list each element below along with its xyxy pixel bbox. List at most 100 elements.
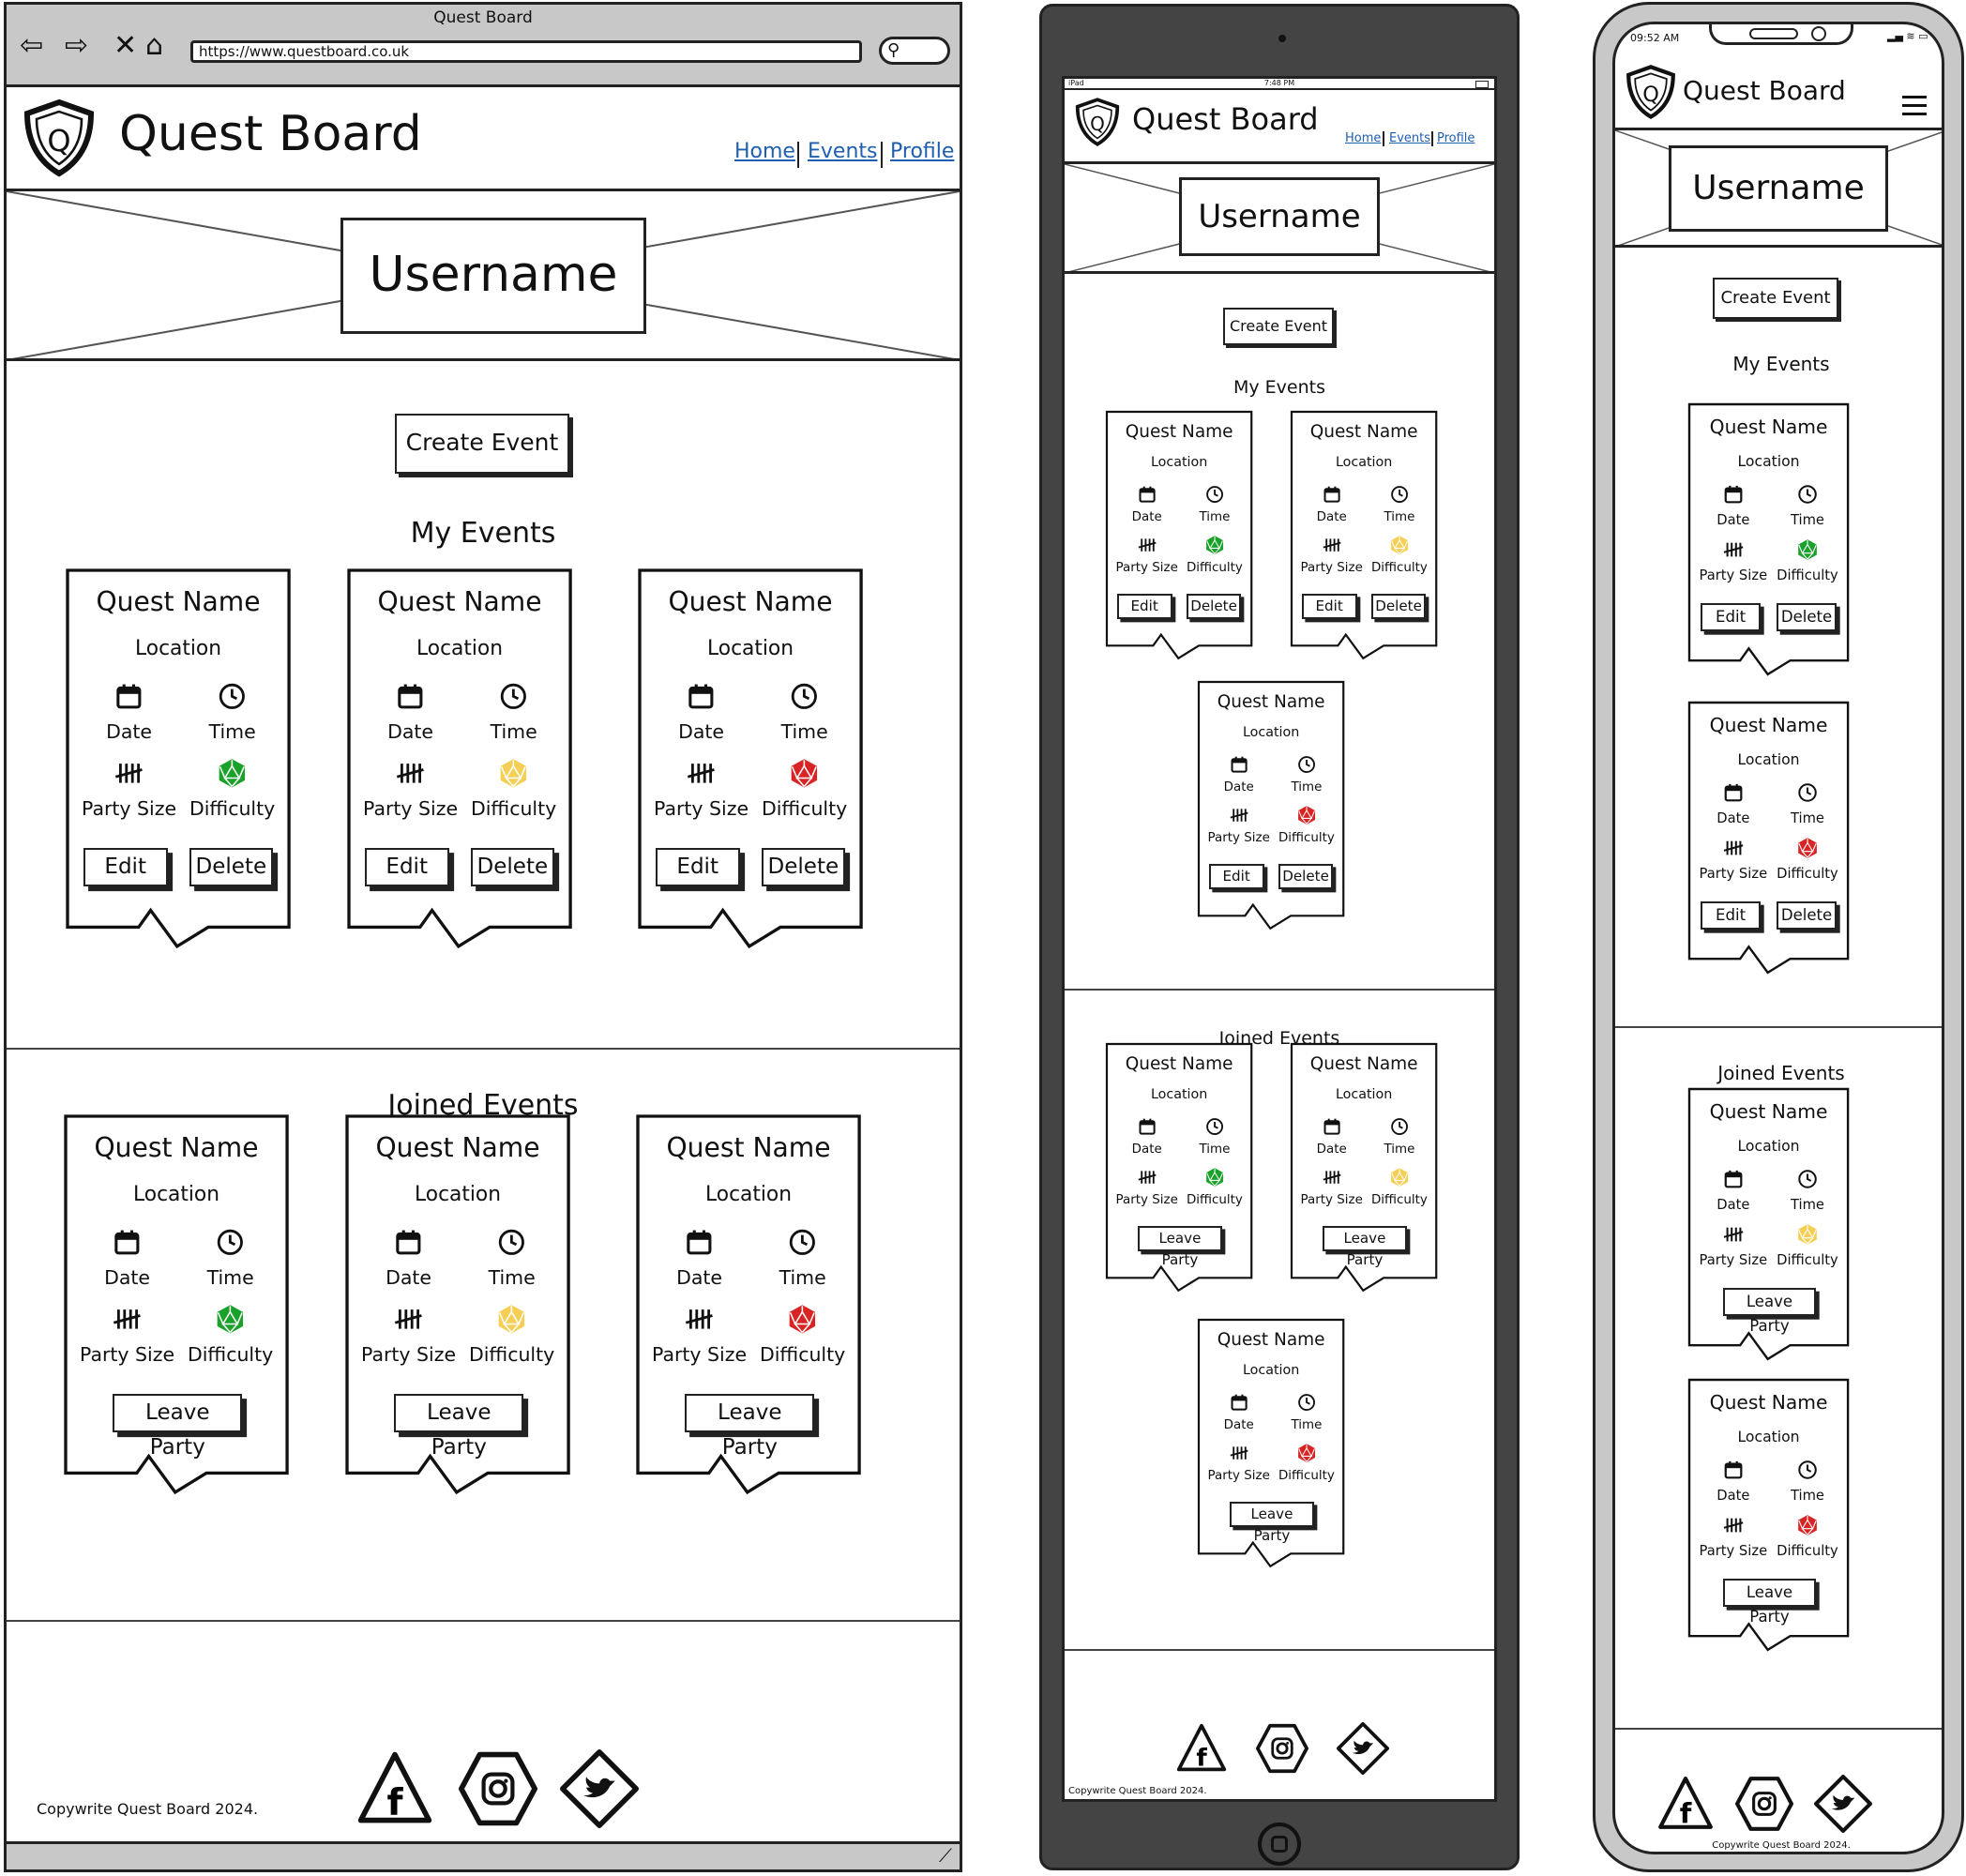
clock-icon [1297, 1393, 1316, 1412]
delete-button[interactable]: Delete [761, 847, 846, 886]
hamburger-menu-icon[interactable] [1902, 96, 1927, 115]
delete-button[interactable]: Delete [470, 847, 555, 886]
tablet-home-button[interactable] [1258, 1823, 1301, 1866]
quest-location: Location [1737, 451, 1800, 470]
delete-button[interactable]: Delete [1776, 901, 1837, 930]
twitter-icon[interactable] [1814, 1775, 1872, 1837]
svg-text:f: f [386, 1782, 403, 1824]
tally-marks-icon [1723, 1224, 1744, 1245]
facebook-icon[interactable]: f [355, 1749, 434, 1832]
leave-party-button[interactable]: Leave Party [1722, 1579, 1817, 1626]
create-event-button[interactable]: Create Event [1713, 278, 1838, 319]
nav-events[interactable]: Events [808, 140, 878, 163]
create-event-button[interactable]: Create Event [395, 414, 569, 474]
search-icon: ⚲ [887, 40, 900, 60]
delete-button[interactable]: Delete [1278, 863, 1334, 889]
svg-text:f: f [1196, 1745, 1207, 1773]
forward-arrow-icon[interactable]: ⇨ [65, 29, 89, 62]
calendar-icon [685, 1228, 714, 1257]
nav-separator [881, 142, 883, 168]
nav-home[interactable]: Home [1345, 131, 1382, 145]
quest-location: Location [1737, 1136, 1800, 1155]
delete-button[interactable]: Delete [189, 847, 274, 886]
leave-party-button[interactable]: Leave Party [1137, 1225, 1223, 1268]
browser-search-box[interactable]: ⚲ [879, 37, 950, 65]
quest-name: Quest Name [96, 585, 261, 617]
date-label: Date [1223, 779, 1254, 794]
quest-location: Location [1242, 725, 1300, 741]
edit-button[interactable]: Edit [1301, 593, 1357, 619]
time-label: Time [1790, 1196, 1824, 1213]
twitter-icon[interactable] [560, 1749, 639, 1832]
leave-party-button[interactable]: Leave Party [685, 1393, 815, 1460]
delete-button[interactable]: Delete [1370, 593, 1427, 619]
time-label: Time [1199, 1142, 1231, 1157]
footer-copyright: Copywrite Quest Board 2024. [1712, 1840, 1851, 1851]
clock-icon [1205, 485, 1224, 504]
footer-copyright: Copywrite Quest Board 2024. [1068, 1786, 1207, 1796]
create-event-button[interactable]: Create Event [1223, 308, 1334, 345]
nav-profile[interactable]: Profile [890, 140, 955, 163]
section-divider [1065, 989, 1494, 991]
edit-button[interactable]: Edit [83, 847, 168, 886]
delete-button[interactable]: Delete [1776, 603, 1837, 631]
quest-location: Location [133, 1182, 220, 1206]
home-icon[interactable]: ⌂ [145, 29, 164, 62]
facebook-icon[interactable]: f [1175, 1722, 1228, 1778]
edit-button[interactable]: Edit [1208, 863, 1264, 889]
time-label: Time [1790, 1487, 1824, 1504]
clock-icon [218, 682, 247, 711]
tally-marks-icon [113, 1305, 142, 1334]
quest-name: Quest Name [1217, 1329, 1325, 1350]
quest-location: Location [1335, 455, 1393, 471]
edit-button[interactable]: Edit [364, 847, 449, 886]
speech-bubble-outline [1290, 410, 1438, 660]
close-icon[interactable]: ✕ [113, 29, 138, 62]
nav-profile[interactable]: Profile [1437, 131, 1475, 145]
resize-grip-icon[interactable]: ⟋ [939, 1844, 952, 1867]
nav-events[interactable]: Events [1389, 131, 1431, 145]
edit-button[interactable]: Edit [1116, 593, 1172, 619]
site-logo[interactable]: Q [22, 98, 97, 181]
nav-home[interactable]: Home [734, 140, 795, 163]
edit-button[interactable]: Edit [1700, 901, 1762, 930]
difficulty-label: Difficulty [1278, 1468, 1335, 1483]
twitter-icon[interactable] [1337, 1722, 1389, 1778]
instagram-icon[interactable] [1735, 1775, 1793, 1837]
shield-logo-icon: Q [23, 98, 95, 177]
time-label: Time [206, 1266, 254, 1290]
time-label: Time [779, 1266, 826, 1290]
date-label: Date [1716, 1196, 1750, 1213]
edit-button[interactable]: Edit [1700, 603, 1762, 631]
site-logo[interactable]: Q [1625, 64, 1677, 124]
section-divider [7, 1048, 960, 1050]
leave-party-button[interactable]: Leave Party [1722, 1288, 1817, 1335]
time-label: Time [1384, 509, 1415, 524]
facebook-icon[interactable]: f [1656, 1775, 1715, 1837]
difficulty-label: Difficulty [761, 797, 848, 821]
tally-marks-icon [114, 759, 144, 788]
leave-party-button[interactable]: Leave Party [1322, 1225, 1408, 1268]
calendar-icon [1323, 485, 1341, 504]
back-arrow-icon[interactable]: ⇦ [20, 29, 44, 62]
instagram-icon[interactable] [1256, 1722, 1308, 1778]
leave-party-button[interactable]: Leave Party [1229, 1501, 1315, 1544]
date-label: Date [1316, 1142, 1347, 1157]
edit-button[interactable]: Edit [655, 847, 740, 886]
shield-logo-icon: Q [1626, 65, 1675, 120]
calendar-icon [1230, 755, 1248, 774]
site-logo[interactable]: Q [1074, 96, 1121, 152]
quest-location: Location [1150, 455, 1208, 471]
leave-party-button[interactable]: Leave Party [113, 1393, 243, 1460]
leave-party-button[interactable]: Leave Party [394, 1393, 524, 1460]
quest-name: Quest Name [375, 1131, 540, 1163]
url-bar[interactable]: https://www.questboard.co.uk [190, 40, 862, 63]
instagram-icon[interactable] [459, 1749, 537, 1832]
delete-button[interactable]: Delete [1186, 593, 1242, 619]
